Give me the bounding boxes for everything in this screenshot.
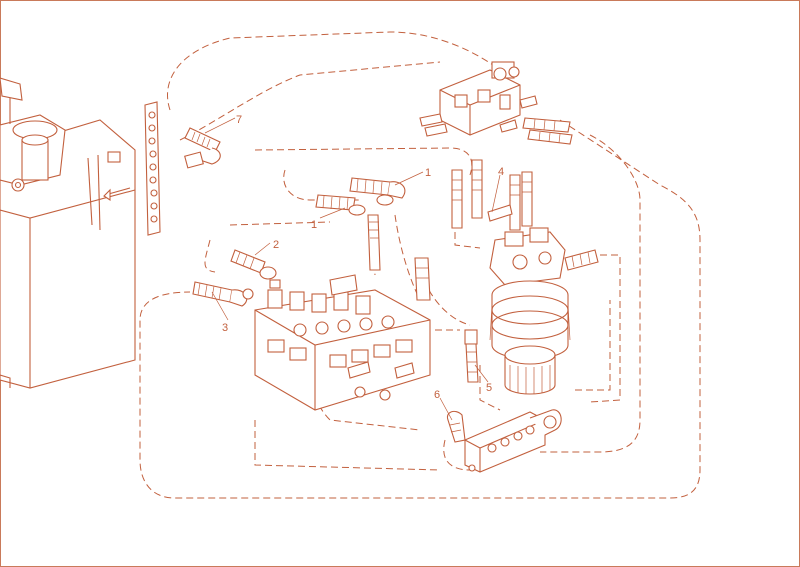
callout-3: 3: [222, 322, 228, 334]
callout-2: 2: [273, 239, 279, 251]
pilot-valve-block: [419, 61, 538, 137]
hose-assembly-1-upper: [349, 177, 406, 206]
hose-assembly-1-lower: [315, 194, 381, 271]
callout-1-upper: 1: [425, 167, 431, 179]
callout-7: 7: [236, 114, 242, 126]
hydraulic-tank: [0, 77, 136, 389]
mounting-strip: [144, 101, 161, 236]
callout-1-lower: 1: [311, 219, 317, 231]
hose-assembly-2: [230, 249, 281, 289]
callout-5: 5: [486, 382, 492, 394]
elbow-fitting-7: [184, 127, 221, 169]
main-control-valve: [254, 274, 431, 411]
vertical-fitting-5: [464, 329, 479, 383]
swing-motor: [489, 227, 599, 395]
callout-6: 6: [434, 389, 440, 401]
hose-assembly-3: [192, 281, 254, 307]
callout-labels: 7 1 1 2 3 4 5 6: [222, 114, 504, 401]
pilot-hoses: [522, 117, 573, 145]
vertical-hose-fittings: [414, 159, 533, 301]
callout-4: 4: [498, 166, 504, 178]
leader-lines: [204, 117, 501, 421]
solenoid-valve-6: [446, 409, 562, 473]
